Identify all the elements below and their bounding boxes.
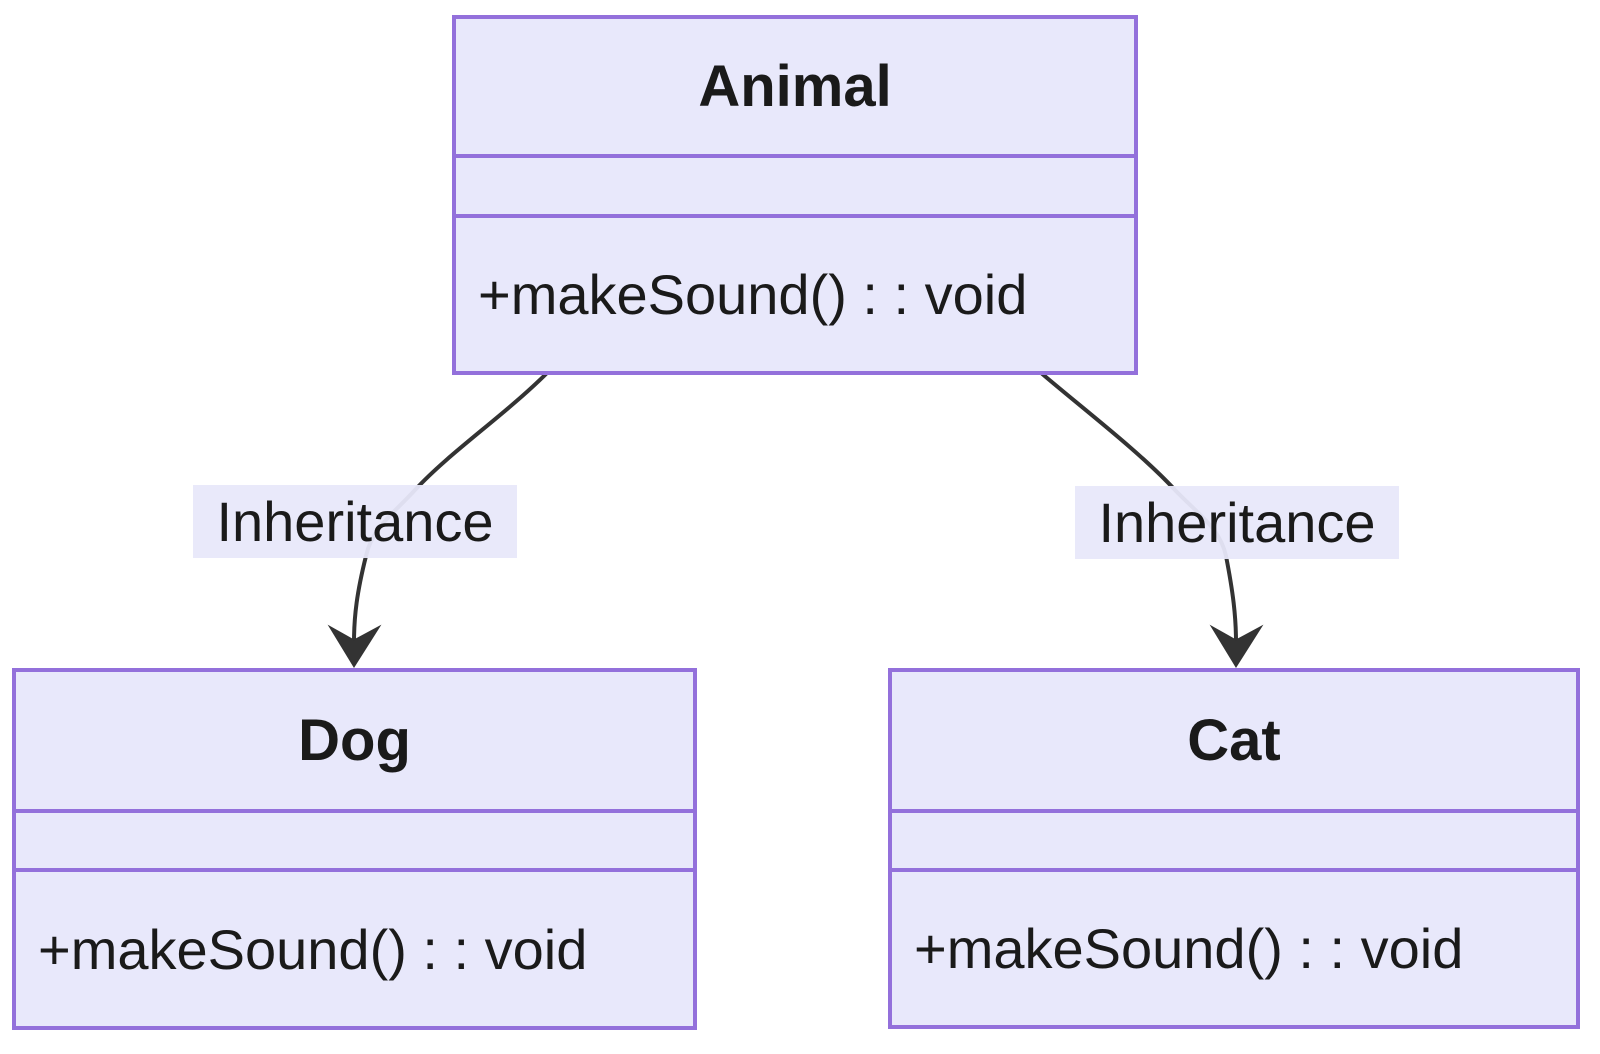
class-attributes-cat [892, 813, 1576, 872]
class-box-dog: Dog +makeSound() : : void [12, 668, 697, 1030]
class-box-cat: Cat +makeSound() : : void [888, 668, 1580, 1029]
edge-label-inheritance-dog: Inheritance [193, 485, 517, 558]
class-attributes-dog [16, 813, 693, 872]
class-title-dog: Dog [16, 672, 693, 813]
class-method-dog: +makeSound() : : void [38, 917, 588, 981]
class-title-animal: Animal [456, 19, 1134, 158]
arrowhead-dog-icon [327, 624, 382, 668]
class-attributes-animal [456, 158, 1134, 218]
class-title-cat: Cat [892, 672, 1576, 813]
edge-label-inheritance-cat: Inheritance [1075, 486, 1399, 559]
arrowhead-cat-icon [1209, 624, 1264, 668]
class-method-animal: +makeSound() : : void [478, 263, 1028, 326]
class-box-animal: Animal +makeSound() : : void [452, 15, 1138, 375]
class-method-cat: +makeSound() : : void [914, 917, 1464, 980]
